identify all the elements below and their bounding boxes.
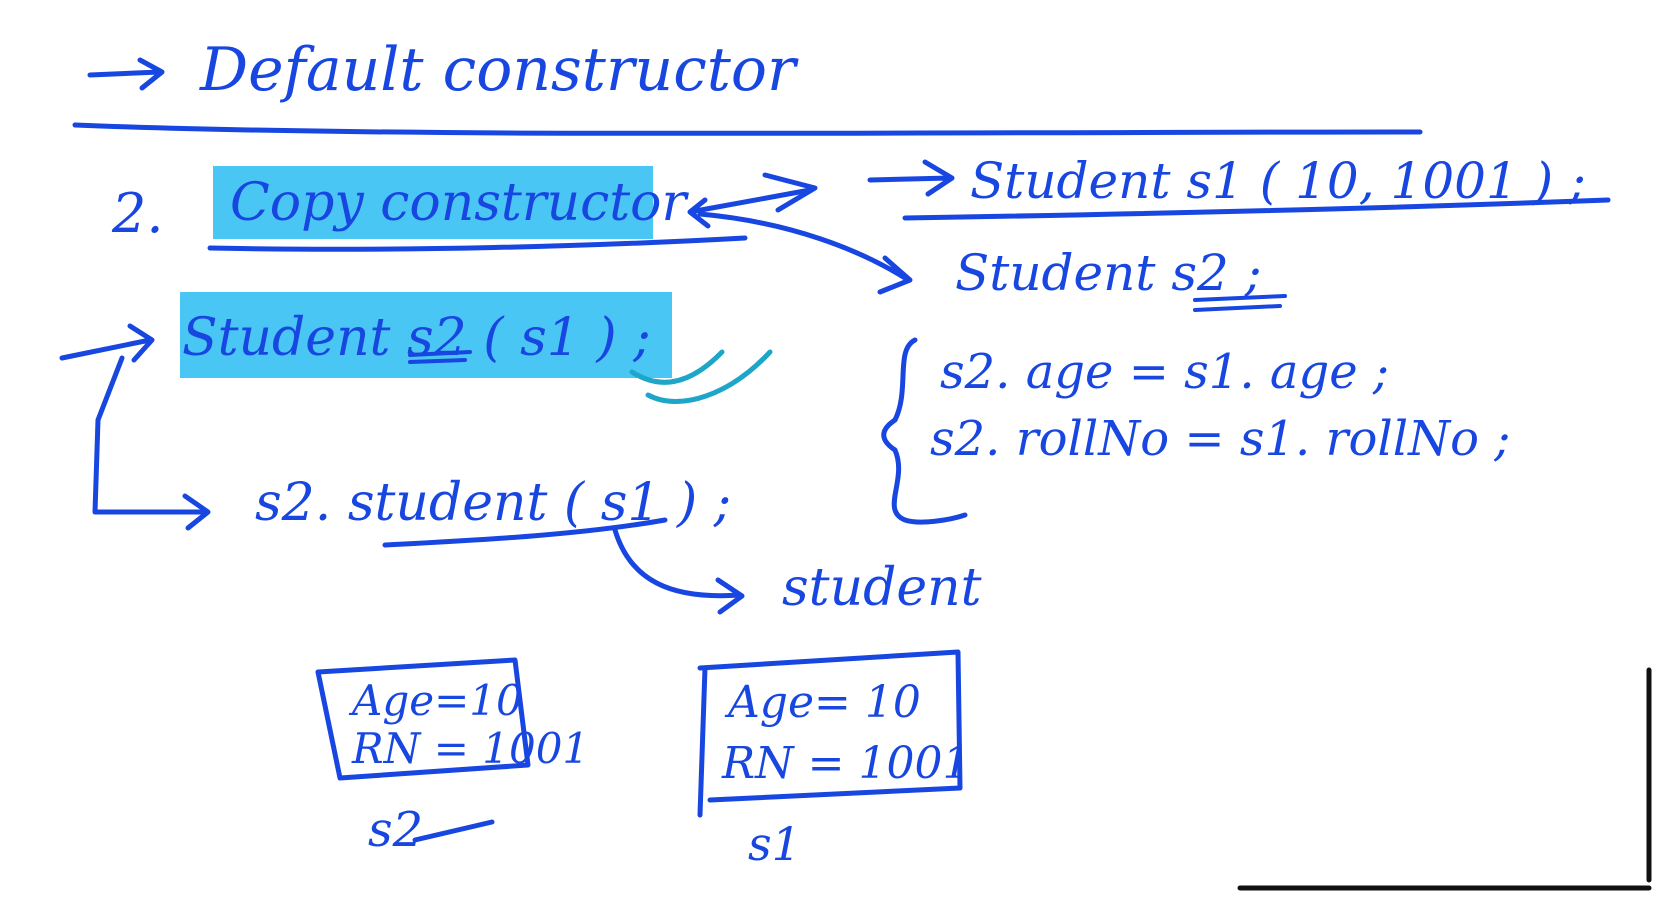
heading-underline (72, 122, 1423, 136)
bracket-arrow-icon (59, 323, 211, 531)
object-box-s2: Age=10 RN = 1001 s2 (315, 657, 589, 858)
canvas-edge-mark (1237, 667, 1652, 891)
box-s1-label: s1 (748, 817, 801, 871)
bidirectional-arrowhead-icon (762, 172, 818, 213)
stmt-decl-text: Student s2 ; (955, 244, 1262, 302)
box-s1-left-edge (697, 665, 708, 818)
stmt-init-text: Student s1 ( 10, 1001 ) ; (970, 152, 1586, 210)
stmt-copy-text: Student s2 ( s1 ) ; (182, 308, 651, 368)
s2-double-underline (408, 350, 472, 364)
heading-text: Default constructor (199, 35, 799, 105)
heading-arrow-icon (87, 57, 165, 91)
stmt-call-text: s2. student ( s1 ) ; (255, 473, 731, 533)
s2-student-call: s2. student ( s1 ) ; (255, 473, 745, 615)
assign-roll-text: s2. rollNo = s1. rollNo ; (930, 411, 1510, 467)
item-number: 2. (111, 182, 164, 245)
default-constructor-heading: Default constructor (72, 35, 1423, 136)
s1-arrow-icon (867, 159, 955, 197)
student-s1-statement: Student s1 ( 10, 1001 ) ; (867, 152, 1611, 221)
student-s2-copy-statement: Student s2 ( s1 ) ; (182, 308, 773, 404)
arrow-to-student-icon (612, 527, 745, 615)
s1-underline (902, 197, 1611, 221)
box-s1-age: Age= 10 (724, 677, 921, 728)
curly-brace-icon (881, 337, 968, 525)
copy-constructor-underline (207, 235, 748, 252)
copy-constructor-highlight (213, 166, 653, 239)
copy-constructor-title: 2. Copy constructor (111, 172, 913, 295)
box-s2-age: Age=10 (348, 676, 523, 725)
box-s1-outline (697, 649, 963, 803)
curved-arrow-to-s2-icon (697, 211, 913, 295)
copy-constructor-text: Copy constructor (230, 173, 689, 233)
type-label-text: student (782, 558, 982, 618)
box-s1-rn: RN = 1001 (721, 738, 970, 789)
bidirectional-arrow-icon (687, 187, 813, 229)
box-s2-label: s2 (368, 802, 423, 858)
double-check-icon (629, 349, 773, 404)
student-s2-declaration: Student s2 ; (955, 244, 1287, 312)
box-s2-rn: RN = 1001 (351, 724, 589, 773)
student-s2-s1-highlight (180, 292, 672, 378)
constructor-body: s2. age = s1. age ; s2. rollNo = s1. rol… (881, 337, 1510, 525)
box-s2-outline (315, 657, 531, 781)
call-underline (382, 517, 668, 548)
object-box-s1: Age= 10 RN = 1001 s1 (697, 649, 970, 871)
box-s2-label-stroke (412, 819, 495, 843)
assign-age-text: s2. age = s1. age ; (940, 344, 1389, 400)
s2-underline (1193, 294, 1287, 312)
